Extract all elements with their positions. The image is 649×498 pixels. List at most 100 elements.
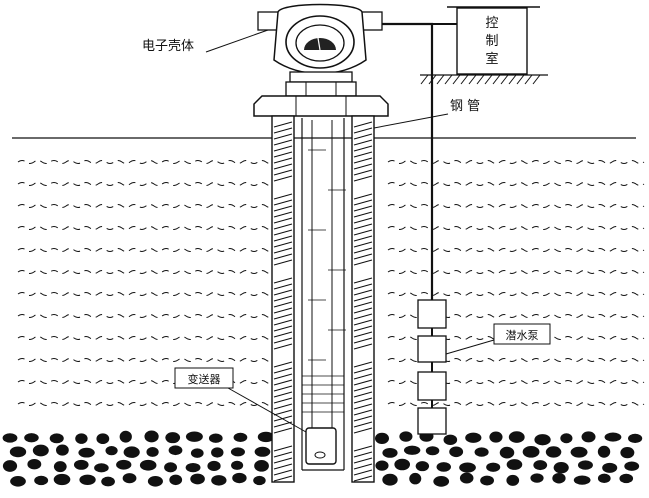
control-room-label: 控制室 (485, 16, 498, 67)
casing-hatch-stroke (273, 247, 293, 254)
gravel-stone (443, 434, 458, 445)
gravel-stone (144, 430, 159, 443)
gravel-stone (597, 445, 611, 458)
pump-label-box (493, 323, 551, 345)
gravel-stone (530, 473, 544, 483)
water-wave-line (17, 226, 275, 230)
steel-pipe-leader (373, 113, 449, 129)
control-room-char: 控 (485, 16, 498, 31)
casing-hatch-stroke (353, 451, 373, 458)
gravel-stone (105, 446, 118, 456)
casing-hatch-stroke (353, 229, 373, 236)
casing-hatch-stroke (353, 259, 373, 266)
gravel-stone (190, 448, 204, 458)
pump-segment-2 (417, 335, 447, 363)
casing-hatch-stroke (273, 325, 293, 332)
gravel-stone (9, 446, 27, 458)
gravel-stone (101, 476, 115, 487)
gravel-stone (2, 460, 18, 472)
casing-hatch-stroke (273, 343, 293, 350)
casing-hatch-stroke (273, 163, 293, 170)
casing-hatch-stroke (273, 457, 293, 464)
gravel-stone (96, 433, 110, 445)
casing-hatch-stroke (353, 133, 373, 140)
gravel-stone (534, 434, 551, 446)
casing-hatch-stroke (273, 475, 293, 482)
ground-hatch-stroke (444, 74, 453, 85)
gravel-stone (168, 445, 183, 456)
control-room-building (456, 7, 528, 75)
housing-leader (205, 29, 269, 53)
control-room-ground-hatch (420, 74, 541, 85)
water-wave-line (387, 226, 645, 230)
electronic-housing (253, 3, 389, 117)
casing-hatch-stroke (273, 259, 293, 266)
gravel-stone (257, 431, 275, 443)
gravel-stone (231, 460, 244, 470)
gravel-stone (146, 447, 159, 457)
casing-hatch-stroke (353, 253, 373, 260)
casing-hatch-stroke (273, 169, 293, 176)
gravel-stone (449, 446, 464, 458)
casing-hatch-stroke (353, 169, 373, 176)
casing-hatch-stroke (273, 133, 293, 140)
casing-hatch-stroke (273, 217, 293, 224)
gravel-stone (122, 473, 137, 484)
casing-hatch-stroke (273, 235, 293, 242)
water-wave-line (387, 402, 645, 406)
casing-hatch-stroke (273, 241, 293, 248)
water-wave-line (17, 182, 275, 186)
gravel-stone (53, 473, 71, 486)
gravel-stone (207, 460, 221, 472)
casing-hatch-stroke (273, 205, 293, 212)
transmitter-body (305, 427, 337, 465)
gravel-stone (425, 446, 440, 456)
water-wave-line (17, 336, 275, 340)
gravel-stone (253, 475, 266, 486)
gravel-stone (604, 432, 622, 442)
casing-hatch-stroke (273, 121, 293, 128)
gravel-stone (486, 462, 501, 472)
casing-hatch-stroke (273, 463, 293, 470)
casing-hatch-stroke (353, 205, 373, 212)
water-wave-line (387, 358, 645, 362)
casing-hatch-stroke (353, 331, 373, 338)
gravel-stone (570, 446, 588, 458)
gravel-stone (545, 446, 562, 458)
gravel-stone (620, 446, 635, 459)
gravel-stone (436, 462, 451, 472)
casing-hatch-stroke (353, 445, 373, 452)
ground-hatch-stroke (452, 74, 461, 85)
gravel-stone (75, 433, 88, 444)
water-wave-line (387, 182, 645, 186)
casing-hatch-stroke (273, 307, 293, 314)
casing-hatch-stroke (273, 379, 293, 386)
gravel-stone (552, 472, 566, 484)
ground-hatch-stroke (532, 74, 541, 85)
casing-hatch-stroke (353, 145, 373, 152)
casing-hatch-stroke (273, 289, 293, 296)
casing-hatch-stroke (273, 397, 293, 404)
water-wave-line (17, 292, 275, 296)
transmitter-port (314, 451, 326, 459)
gravel-stone (415, 461, 430, 472)
gravel-stone (474, 447, 489, 457)
ground-hatch-stroke (516, 74, 525, 85)
casing-hatch-stroke (353, 457, 373, 464)
control-room-char: 制 (485, 34, 498, 49)
gravel-stone (79, 474, 96, 485)
casing-hatch-stroke (353, 121, 373, 128)
gravel-stone (24, 433, 39, 443)
casing-hatch-stroke (353, 373, 373, 380)
casing-hatch-stroke (273, 151, 293, 158)
casing-hatch-stroke (353, 415, 373, 422)
casing-hatch-stroke (353, 379, 373, 386)
gravel-stone (573, 475, 591, 485)
gravel-stone (27, 459, 42, 470)
water-wave-line (17, 314, 275, 318)
casing-hatch-stroke (353, 211, 373, 218)
casing-hatch-stroke (353, 151, 373, 158)
gravel-stone (73, 459, 89, 470)
water-wave-line (387, 204, 645, 208)
pump-segment-3 (417, 371, 447, 401)
